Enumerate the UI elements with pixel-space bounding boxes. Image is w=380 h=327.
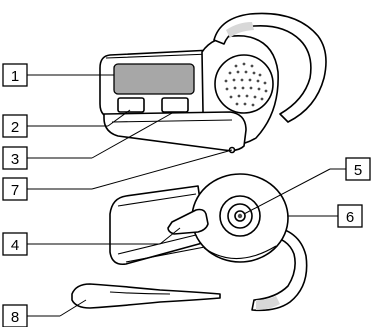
speaker-grille <box>214 54 274 114</box>
headset-side-view <box>109 173 308 312</box>
headset-front-view <box>99 12 327 154</box>
ear-hook-bottom-tip <box>256 296 280 310</box>
callout-3: 3 <box>2 146 28 170</box>
callout-4: 4 <box>2 232 28 256</box>
svg-text:2: 2 <box>11 119 19 136</box>
svg-text:7: 7 <box>11 182 19 199</box>
headset-base-rim <box>103 111 247 152</box>
svg-text:3: 3 <box>11 151 19 168</box>
callout-8: 8 <box>2 304 28 327</box>
headset-body-side <box>109 185 207 266</box>
svg-text:4: 4 <box>11 237 19 254</box>
speaker-grille-holes <box>224 62 268 107</box>
callout-2: 2 <box>2 114 28 138</box>
side-body-seam <box>117 193 197 207</box>
leader-lines <box>27 74 346 317</box>
ear-hook-tip <box>226 22 254 38</box>
ear-hook-bottom <box>251 225 308 312</box>
callout-6: 6 <box>337 204 363 228</box>
left-button <box>117 97 145 113</box>
base-rim-line <box>111 119 233 123</box>
spare-ear-hook <box>71 283 221 309</box>
ear-hook-top <box>213 12 327 123</box>
callout-7: 7 <box>2 177 28 201</box>
callout-5: 5 <box>345 157 371 181</box>
svg-text:8: 8 <box>11 309 19 326</box>
svg-text:6: 6 <box>346 209 354 226</box>
right-button <box>161 97 189 113</box>
volume-button <box>167 208 209 235</box>
display-screen <box>113 63 195 95</box>
svg-text:5: 5 <box>354 162 362 179</box>
svg-text:1: 1 <box>11 68 19 85</box>
callout-1: 1 <box>2 63 28 87</box>
